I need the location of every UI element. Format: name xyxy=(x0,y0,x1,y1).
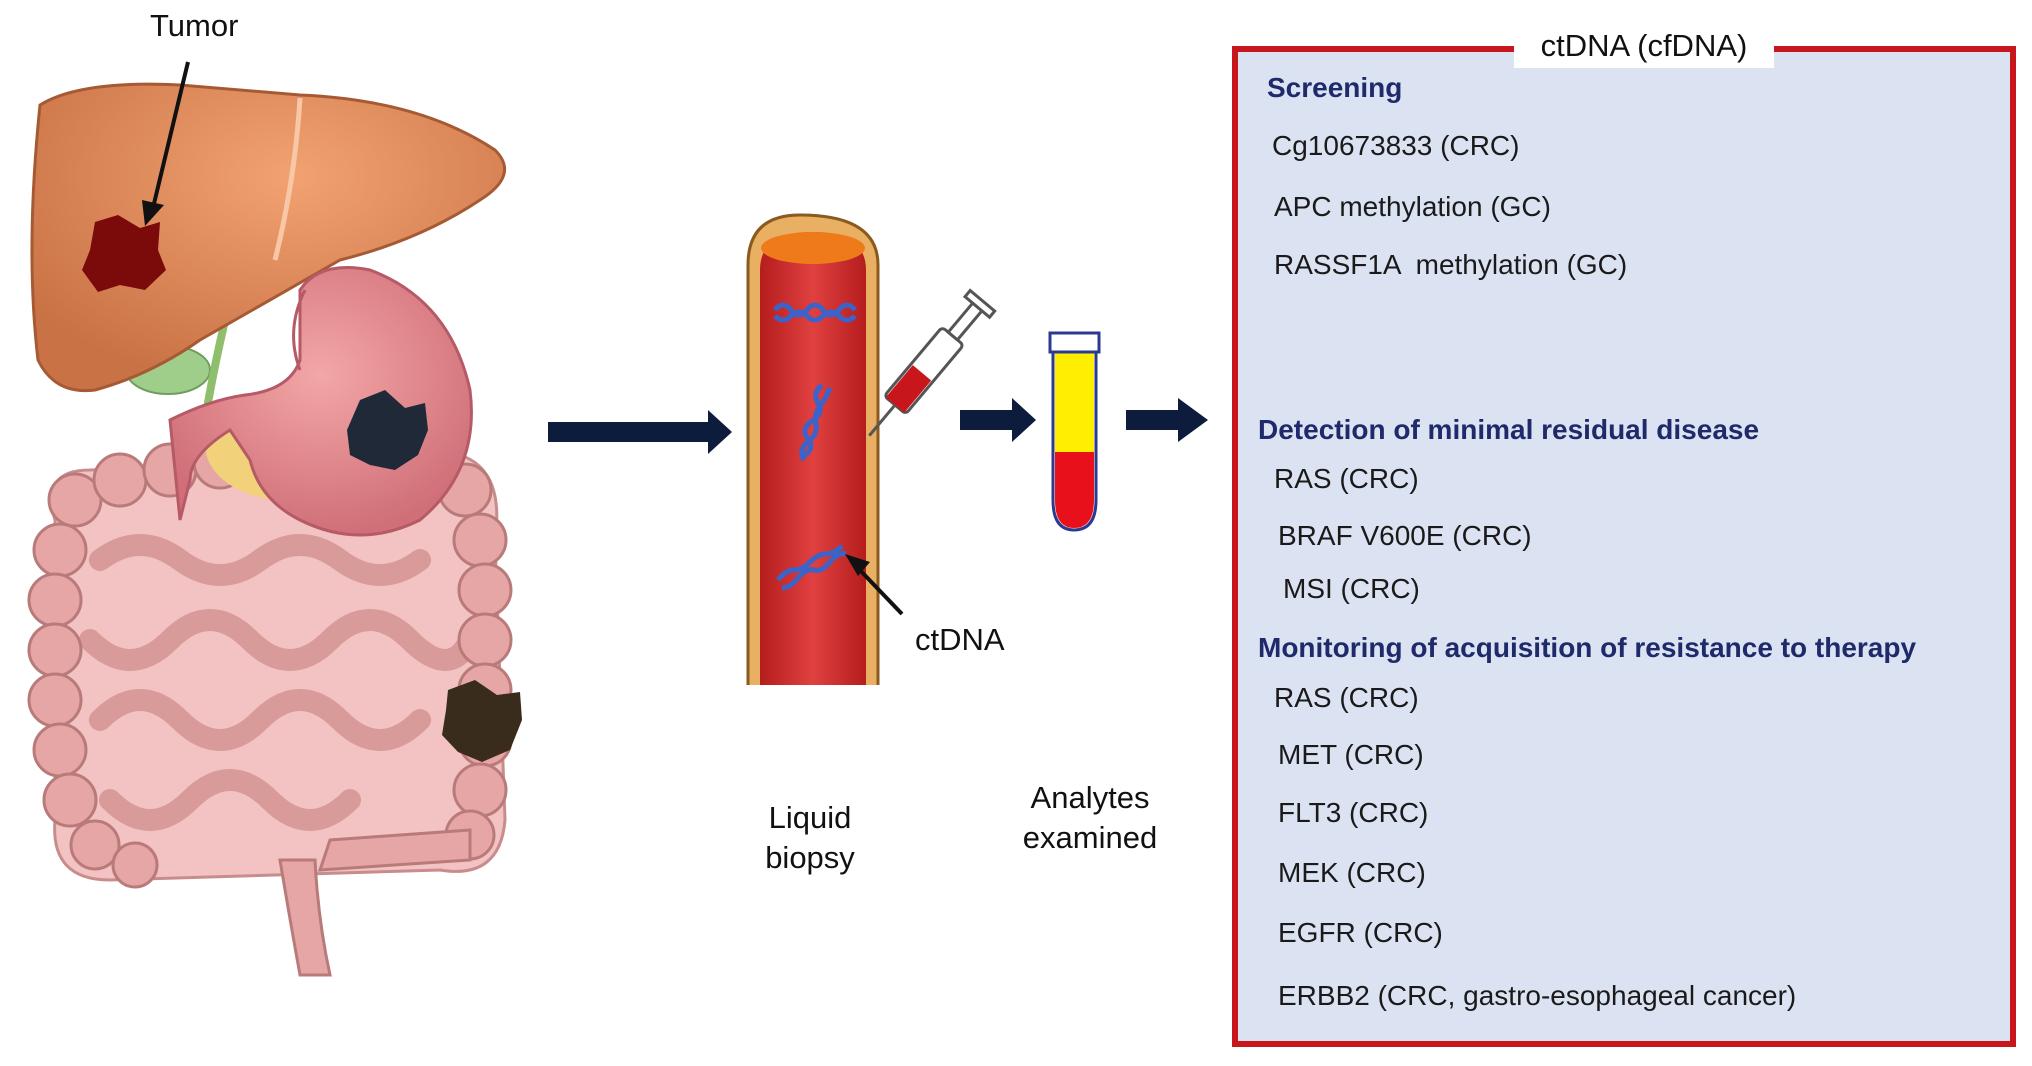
section-heading-minimal-residual-disease: Detection of minimal residual disease xyxy=(1258,414,1760,445)
resistance-item: ERBB2 (CRC, gastro-esophageal cancer) xyxy=(1278,980,1797,1011)
tumor-label: Tumor xyxy=(150,8,239,43)
digestive-organs-illustration xyxy=(27,82,522,977)
rectum-shape xyxy=(278,828,472,977)
tumor-pointer-arrow xyxy=(142,61,190,226)
mrd-item: BRAF V600E (CRC) xyxy=(1278,520,1532,551)
resistance-item: EGFR (CRC) xyxy=(1278,917,1443,948)
screening-item: APC methylation (GC) xyxy=(1274,191,1551,222)
syringe-icon xyxy=(868,288,997,437)
section-heading-resistance-monitoring: Monitoring of acquisition of resistance … xyxy=(1258,632,1917,663)
test-tube-icon xyxy=(1048,331,1101,532)
liquid-biopsy-label: Liquid biopsy xyxy=(740,798,880,878)
blood-vessel-illustration xyxy=(746,213,880,685)
section-heading-screening: Screening xyxy=(1267,72,1403,103)
screening-item: RASSF1A methylation (GC) xyxy=(1274,249,1628,280)
resistance-item: FLT3 (CRC) xyxy=(1278,797,1429,828)
small-intestine-shape xyxy=(50,453,507,882)
resistance-item: RAS (CRC) xyxy=(1274,682,1419,713)
ctdna-fragment xyxy=(776,544,847,591)
panel-title: ctDNA (cfDNA) xyxy=(1514,24,1774,68)
ctdna-label: ctDNA xyxy=(915,622,1005,657)
ctdna-pointer-arrow xyxy=(845,554,904,616)
analytes-examined-label: Analytes examined xyxy=(1005,778,1175,858)
screening-item: Cg10673833 (CRC) xyxy=(1272,130,1520,161)
ctdna-fragment xyxy=(773,302,857,323)
ctdna-panel xyxy=(1232,46,2016,1047)
stomach-tumor-shape xyxy=(347,390,428,470)
liquid-biopsy-label-line1: Liquid xyxy=(768,800,852,835)
flow-arrow-syringe-to-tube xyxy=(960,398,1036,442)
flow-arrow-tube-to-panel xyxy=(1126,398,1208,442)
mrd-item: MSI (CRC) xyxy=(1283,573,1420,604)
colon-tumor-shape xyxy=(442,680,522,762)
liver-shape xyxy=(30,82,506,393)
mrd-item: RAS (CRC) xyxy=(1274,463,1419,494)
flow-arrow-organs-to-vessel xyxy=(548,410,732,454)
resistance-item: MET (CRC) xyxy=(1278,739,1424,770)
analytes-examined-label-line2: examined xyxy=(1022,820,1158,855)
resistance-item: MEK (CRC) xyxy=(1278,857,1426,888)
ctdna-fragment xyxy=(799,383,833,462)
analytes-examined-label-line1: Analytes xyxy=(1030,780,1150,815)
liver-tumor-shape xyxy=(82,215,166,292)
liquid-biopsy-label-line2: biopsy xyxy=(765,840,855,875)
